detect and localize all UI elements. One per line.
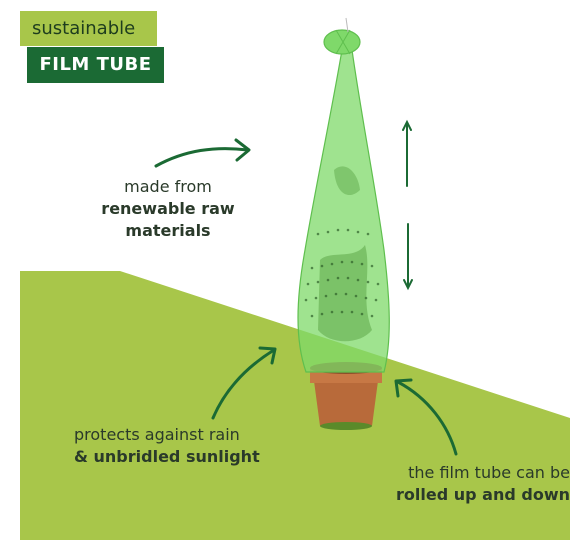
caption-renewable-line3: materials [125,221,211,240]
caption-rolled: the film tube can be rolled up and down [340,462,570,506]
lime-diagonal-band [20,271,570,540]
caption-protects-line1: protects against rain [74,425,240,444]
arrow-to-pot [211,348,276,420]
caption-rolled-line1: the film tube can be [408,463,570,482]
caption-renewable-line2: renewable raw [101,199,235,218]
film-tube [297,17,390,373]
arrow-to-bottom [396,380,458,456]
caption-protects-line2: & unbridled sunlight [74,447,260,466]
caption-renewable: made from renewable raw materials [68,176,268,242]
badge-film-tube: FILM TUBE [27,47,164,83]
caption-renewable-line1: made from [124,177,212,196]
caption-protects: protects against rain & unbridled sunlig… [74,424,334,468]
badge-sustainable: sustainable [20,11,157,46]
arrow-to-film [154,147,250,168]
caption-rolled-line2: rolled up and down [396,485,570,504]
roll-up-down-arrows [402,119,413,291]
curved-arrows [154,138,458,456]
